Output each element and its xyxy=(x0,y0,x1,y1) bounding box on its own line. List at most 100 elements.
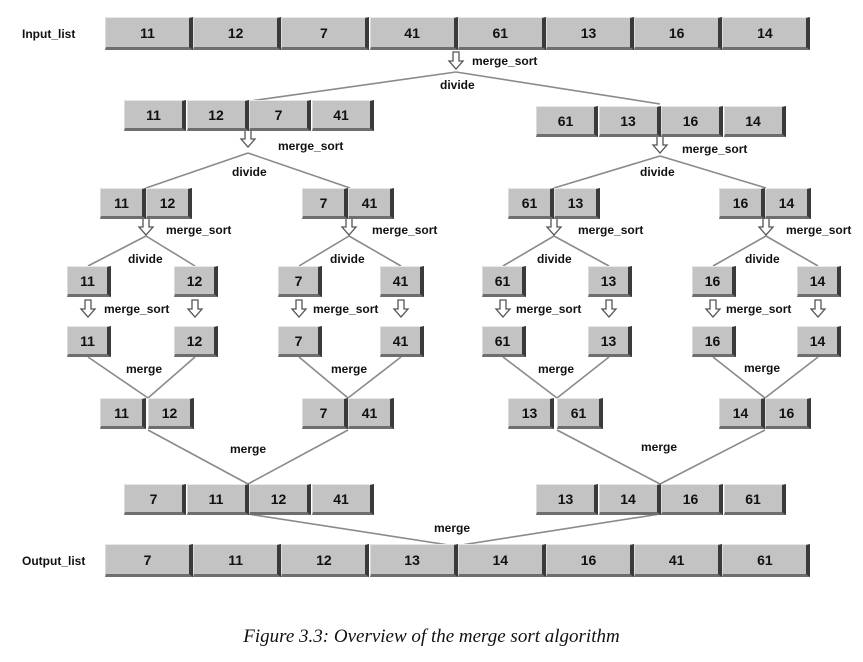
divide-label: divide xyxy=(745,252,780,266)
input-cell-1: 12 xyxy=(193,17,282,50)
single_split-cell-6: 16 xyxy=(692,266,736,297)
m2-cell-0: 7 xyxy=(302,398,348,429)
output-cell-4: 14 xyxy=(457,544,546,577)
connector-line xyxy=(556,356,610,399)
m1-cell-0: 11 xyxy=(100,398,146,429)
input-cell-2: 7 xyxy=(281,17,370,50)
output-cell-5: 16 xyxy=(546,544,634,577)
down-arrow-icon xyxy=(79,299,97,318)
merged_left-cell-3: 41 xyxy=(311,484,374,515)
half_left-cell-0: 11 xyxy=(124,100,186,131)
down-arrow-icon xyxy=(137,217,155,236)
merge-label: merge xyxy=(744,361,781,375)
merge-sort-label: merge_sort xyxy=(786,223,852,237)
down-arrow-icon xyxy=(186,299,204,318)
divide-label: divide xyxy=(537,252,572,266)
single_split-cell-5: 13 xyxy=(588,266,632,297)
output-cell-7: 61 xyxy=(722,544,811,577)
connector-line xyxy=(145,152,249,189)
merged_right-cell-0: 13 xyxy=(536,484,598,515)
single_split-cell-7: 14 xyxy=(797,266,841,297)
q4-cell-0: 16 xyxy=(719,188,765,219)
output-cell-3: 13 xyxy=(369,544,458,577)
single_sorted-cell-1: 12 xyxy=(174,326,218,357)
merge-sort-label: merge_sort xyxy=(278,139,344,153)
m1-cell-1: 12 xyxy=(148,398,194,429)
output-cell-0: 7 xyxy=(105,544,193,577)
divide-label: divide xyxy=(232,165,267,179)
half_right-cell-2: 16 xyxy=(661,106,723,137)
connector-line xyxy=(249,71,457,102)
connector-line xyxy=(712,235,767,267)
m3-cell-0: 13 xyxy=(508,398,554,429)
down-arrow-icon xyxy=(704,299,722,318)
connector-line xyxy=(147,356,196,399)
merge-sort-label: merge_sort xyxy=(472,54,538,68)
input-cell-4: 61 xyxy=(457,17,546,50)
divide-label: divide xyxy=(128,252,163,266)
down-arrow-icon xyxy=(340,217,358,236)
q3-cell-0: 61 xyxy=(508,188,554,219)
divide-label: divide xyxy=(440,78,475,92)
merge-label: merge xyxy=(641,440,678,454)
merged_right-cell-2: 16 xyxy=(661,484,723,515)
half_left-cell-1: 12 xyxy=(186,100,249,131)
connector-line xyxy=(347,356,402,399)
merge-sort-label: merge_sort xyxy=(516,302,582,316)
down-arrow-icon xyxy=(392,299,410,318)
connector-line xyxy=(556,429,661,485)
merge-label: merge xyxy=(434,521,471,535)
figure-caption: Figure 3.3: Overview of the merge sort a… xyxy=(243,626,620,647)
single_split-cell-2: 7 xyxy=(278,266,322,297)
input-cell-6: 16 xyxy=(634,17,723,50)
divide-label: divide xyxy=(640,165,675,179)
connector-line xyxy=(455,71,661,105)
connector-line xyxy=(502,235,555,267)
q4-cell-1: 14 xyxy=(765,188,811,219)
merge-label: merge xyxy=(538,362,575,376)
down-arrow-icon xyxy=(809,299,827,318)
merged_right-cell-1: 14 xyxy=(598,484,661,515)
single_split-cell-3: 41 xyxy=(380,266,424,297)
connector-line xyxy=(712,356,766,399)
merge-label: merge xyxy=(331,362,368,376)
q3-cell-1: 13 xyxy=(554,188,600,219)
connector-line xyxy=(553,235,610,267)
down-arrow-icon xyxy=(239,129,257,148)
single_sorted-cell-0: 11 xyxy=(67,326,111,357)
m4-cell-1: 16 xyxy=(765,398,811,429)
merge-sort-label: merge_sort xyxy=(313,302,379,316)
single_split-cell-1: 12 xyxy=(174,266,218,297)
divide-label: divide xyxy=(330,252,365,266)
connector-line xyxy=(348,235,402,267)
input-cell-3: 41 xyxy=(369,17,458,50)
half_right-cell-3: 14 xyxy=(723,106,786,137)
single_sorted-cell-2: 7 xyxy=(278,326,322,357)
connector-line xyxy=(553,155,661,189)
m3-cell-1: 61 xyxy=(557,398,603,429)
merge-sort-label: merge_sort xyxy=(726,302,792,316)
merge-label: merge xyxy=(230,442,267,456)
half_left-cell-3: 41 xyxy=(311,100,374,131)
output-list-label: Output_list xyxy=(22,554,86,568)
merge-label: merge xyxy=(126,362,163,376)
down-arrow-icon xyxy=(651,135,669,154)
single_split-cell-4: 61 xyxy=(482,266,526,297)
connector-line xyxy=(247,429,349,485)
down-arrow-icon xyxy=(757,217,775,236)
input-cell-7: 14 xyxy=(722,17,811,50)
q2-cell-0: 7 xyxy=(302,188,348,219)
output-cell-6: 41 xyxy=(634,544,723,577)
down-arrow-icon xyxy=(545,217,563,236)
q1-cell-0: 11 xyxy=(100,188,146,219)
connector-line xyxy=(87,235,147,267)
merge-sort-label: merge_sort xyxy=(372,223,438,237)
output-cell-1: 11 xyxy=(193,544,282,577)
connector-line xyxy=(764,356,819,399)
merge-sort-label: merge_sort xyxy=(578,223,644,237)
down-arrow-icon xyxy=(447,51,465,70)
input-cell-5: 13 xyxy=(546,17,634,50)
merged_left-cell-0: 7 xyxy=(124,484,186,515)
